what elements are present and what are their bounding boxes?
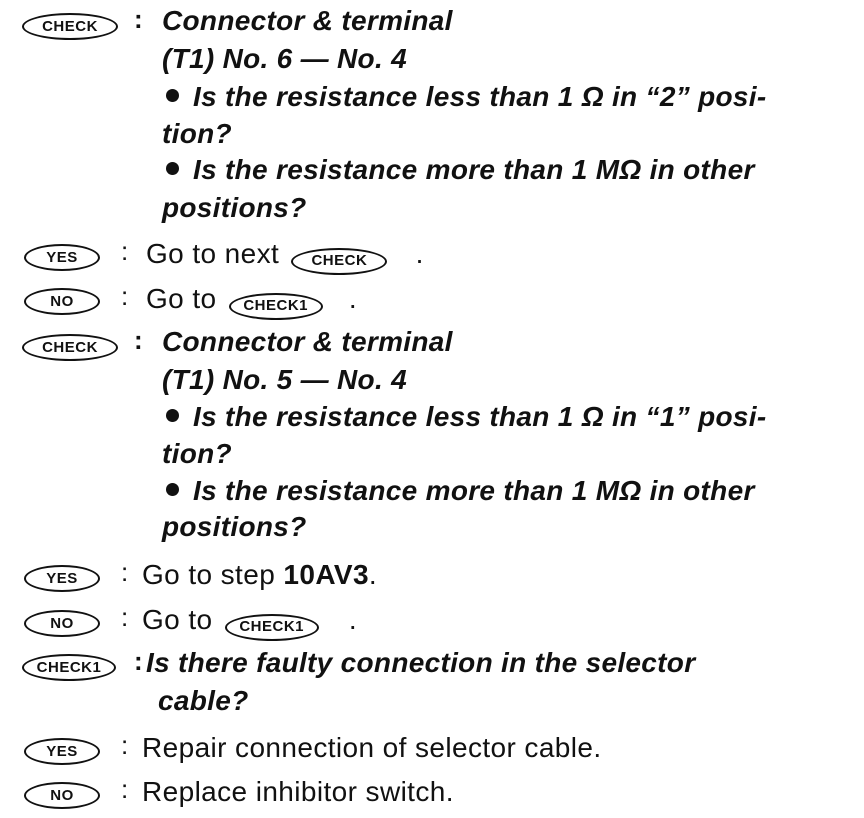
check-question-1: Is the resistance less than 1 Ω in “2” p… — [166, 80, 766, 114]
check-question-2-cont: positions? — [162, 511, 307, 542]
check1-question: Is there faulty connection in the select… — [146, 647, 696, 678]
check-question-2: Is the resistance more than 1 MΩ in othe… — [166, 474, 755, 508]
no-badge: NO — [24, 288, 100, 315]
colon: : — [121, 557, 129, 587]
colon: : — [121, 236, 129, 266]
no-badge: NO — [24, 782, 100, 809]
check-terminals: (T1) No. 5 — No. 4 — [162, 364, 407, 395]
check-terminals: (T1) No. 6 — No. 4 — [162, 43, 407, 74]
check-title: Connector & terminal — [162, 326, 453, 357]
no-action: Go to CHECK1 . — [146, 282, 357, 320]
no-action: Replace inhibitor switch. — [142, 776, 454, 807]
colon: : — [121, 602, 129, 632]
no-action: Go to CHECK1 . — [142, 603, 357, 641]
check-badge: CHECK — [22, 13, 118, 40]
step-reference: 10AV3 — [283, 559, 369, 590]
yes-action: Go to step 10AV3. — [142, 559, 378, 590]
bullet-icon — [166, 162, 179, 175]
colon: : — [134, 4, 143, 34]
bullet-icon — [166, 89, 179, 102]
check-title: Connector & terminal — [162, 5, 453, 36]
colon: : — [134, 646, 143, 676]
yes-badge: YES — [24, 565, 100, 592]
check1-badge: CHECK1 — [22, 654, 116, 681]
colon: : — [121, 774, 129, 804]
colon: : — [134, 325, 143, 355]
check-question-1-cont: tion? — [162, 118, 232, 149]
check-question-1-cont: tion? — [162, 438, 232, 469]
check-badge: CHECK — [22, 334, 118, 361]
colon: : — [121, 281, 129, 311]
check1-question-cont: cable? — [158, 685, 249, 716]
colon: : — [121, 730, 129, 760]
yes-badge: YES — [24, 244, 100, 271]
check-question-2: Is the resistance more than 1 MΩ in othe… — [166, 153, 755, 187]
yes-action: Go to next CHECK . — [146, 237, 424, 275]
check-badge-reference: CHECK — [291, 247, 388, 275]
yes-badge: YES — [24, 738, 100, 765]
bullet-icon — [166, 483, 179, 496]
check-question-1: Is the resistance less than 1 Ω in “1” p… — [166, 400, 766, 434]
bullet-icon — [166, 409, 179, 422]
no-badge: NO — [24, 610, 100, 637]
yes-action: Repair connection of selector cable. — [142, 732, 602, 763]
check-question-2-cont: positions? — [162, 192, 307, 223]
check1-badge-reference: CHECK1 — [228, 292, 323, 320]
check1-badge-reference: CHECK1 — [224, 613, 319, 641]
